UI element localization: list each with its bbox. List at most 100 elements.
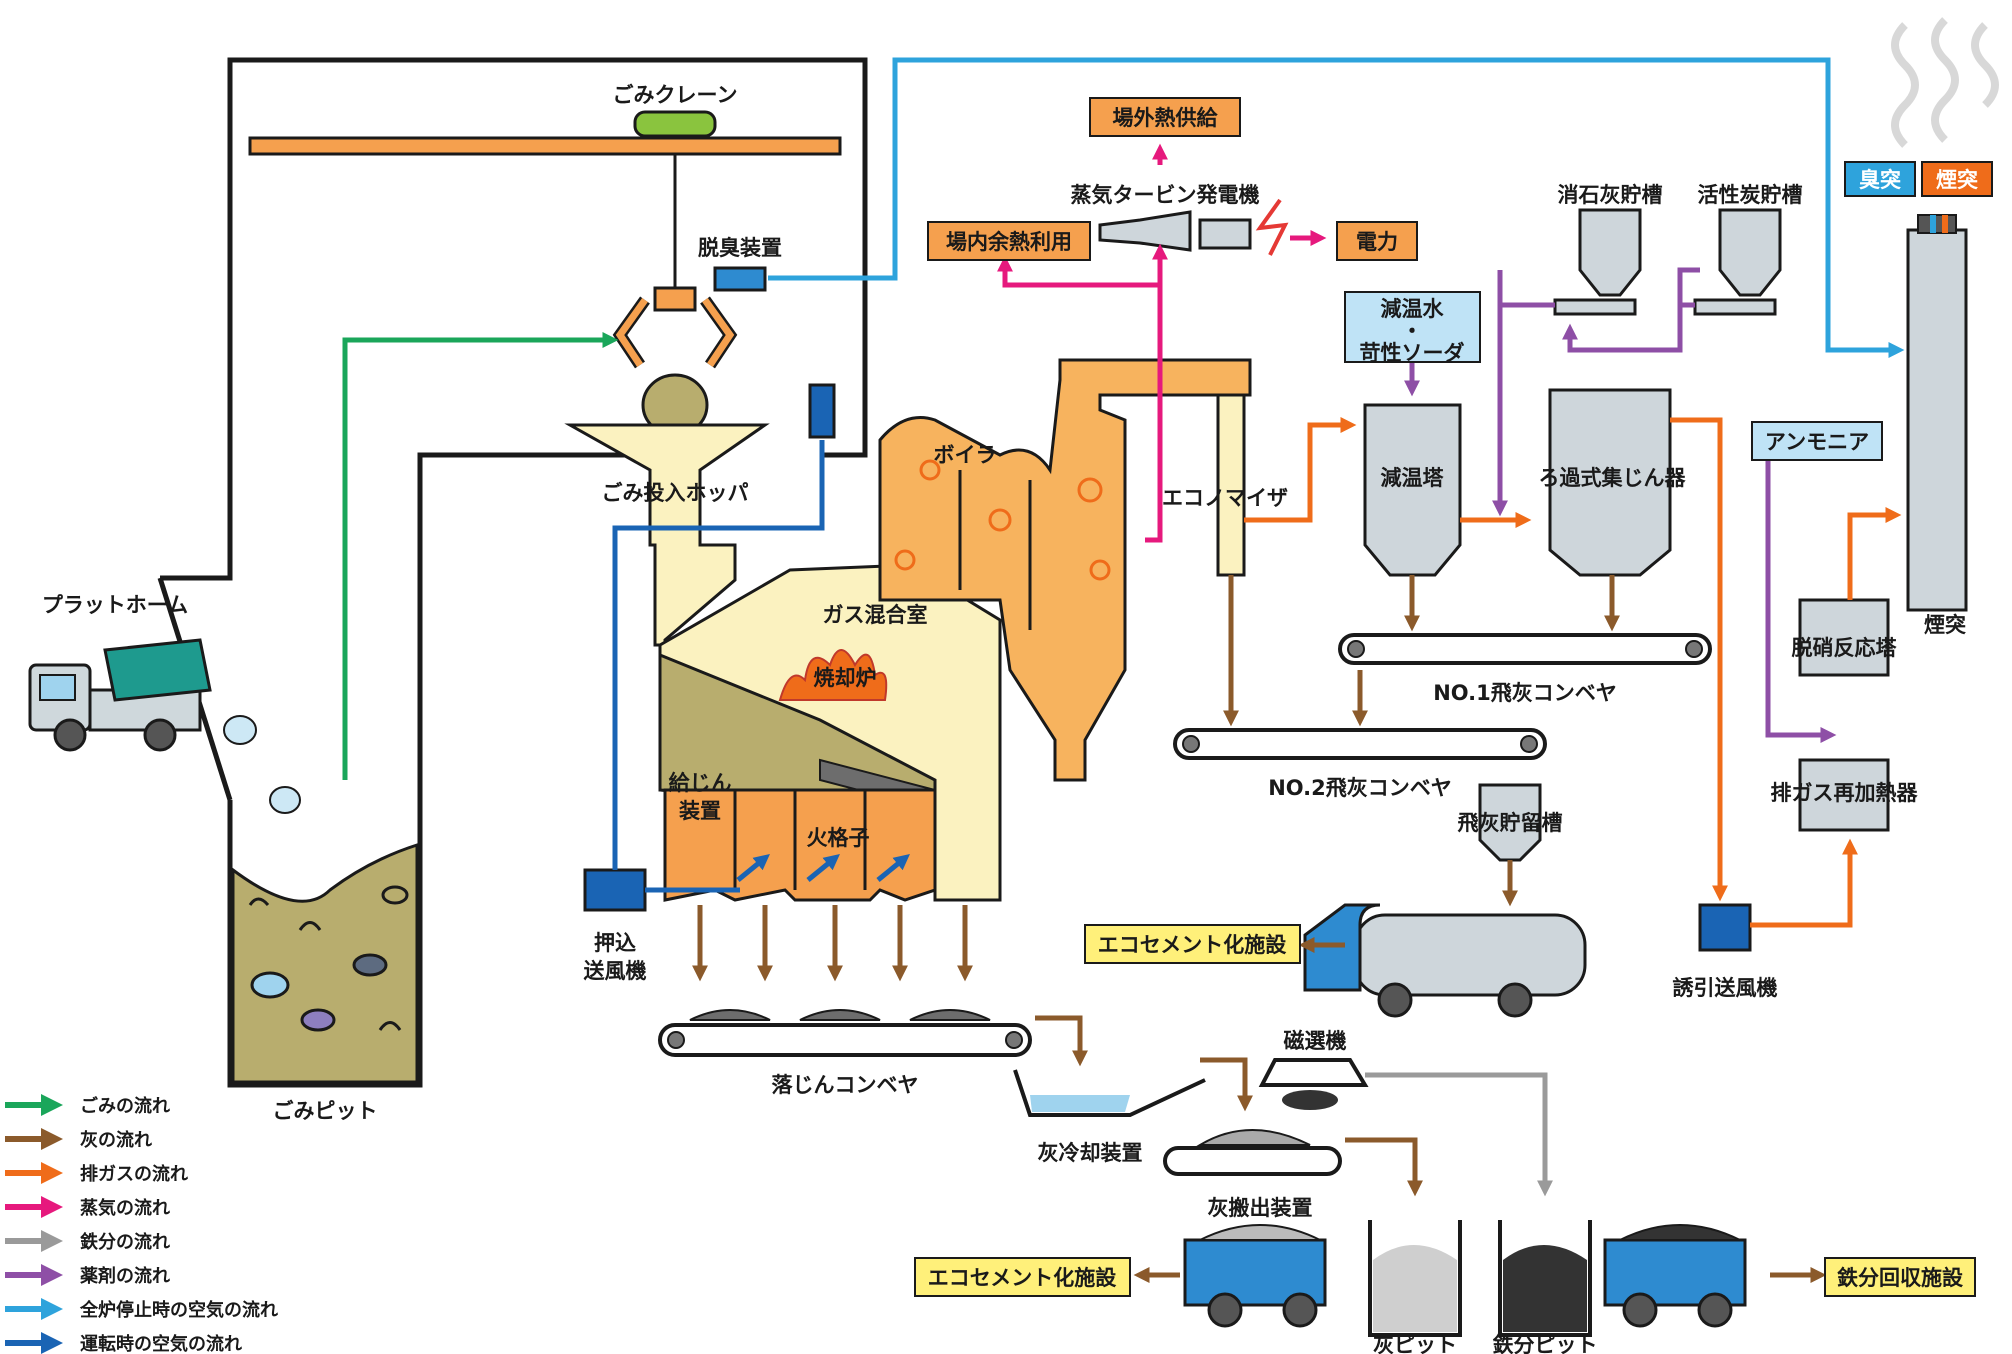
label-incinerator: 焼却炉 [814,666,877,690]
legend-arrowhead-icon [41,1196,63,1218]
legend-arrowhead-icon [41,1162,63,1184]
flow-gas [1244,416,1902,928]
cooling-water-box [1344,291,1481,363]
flow-ash [691,575,1827,1284]
legend-item: 鉄分の流れ [5,1230,170,1253]
stack-unit [1891,17,1999,612]
deodorizer-unit [713,266,767,292]
fly-ash-tank-unit [1478,783,1542,862]
legend-label: 運転時の空気の流れ [80,1333,242,1354]
legend-label: 排ガスの流れ [80,1163,188,1185]
legend-label: 鉄分の流れ [80,1231,170,1253]
odor-stack-box [1844,161,1916,197]
legend-item: 全炉停止時の空気の流れ [5,1298,278,1321]
label-gas-mixing: ガス混合室 [823,603,928,627]
label-power: 電力 [1356,230,1398,254]
ammonia-box [1751,421,1883,461]
grate-hoppers [663,788,937,902]
legend-label: ごみの流れ [80,1095,170,1117]
label-drop-conveyor: 落じんコンベヤ [772,1073,919,1097]
label-ash-pit: 灰ピット [1373,1333,1457,1354]
crane-grab-icon [612,286,738,437]
label-eco-cement-1: エコセメント化施設 [1098,933,1288,957]
label-hopper: ごみ投入ホッパ [602,481,749,505]
legend-item: 灰の流れ [5,1128,152,1151]
flow-air-run [612,440,910,893]
garbage-pit [231,842,419,1084]
outside-heat-box [1089,97,1241,137]
label-pit: ごみピット [273,1099,378,1123]
reheater-unit [1798,758,1890,832]
lime-tank-unit [1553,208,1642,316]
label-economizer: エコノマイザ [1162,486,1288,510]
label-magnet: 磁選機 [1284,1029,1347,1053]
ash-pit-unit [1368,1220,1462,1337]
label-stack: 煙突 [1924,613,1966,637]
label-denox: 脱硝反応塔 [1792,636,1898,660]
boiler-body [878,358,1252,782]
carbon-tank-unit [1693,208,1782,316]
truck-ash-icon [1183,1224,1327,1328]
flow-air-stop [768,57,1905,359]
inside-heat-box [927,221,1091,261]
hopper-chute [564,423,770,647]
legend: ごみの流れ灰の流れ排ガスの流れ蒸気の流れ鉄分の流れ薬剤の流れ全炉停止時の空気の流… [5,1094,278,1354]
label-filter: ろ過式集じん器 [1539,466,1687,490]
iron-recovery-box [1824,1257,1976,1297]
label-feeder: 給じん装置 [669,771,732,823]
label-reheater: 排ガス再加熱器 [1771,781,1919,805]
legend-label: 蒸気の流れ [80,1197,170,1219]
air-intake-unit [808,383,836,439]
legend-label: 全炉停止時の空気の流れ [79,1299,278,1321]
label-turbine: 蒸気タービン発電機 [1071,183,1260,207]
truck-iron-icon [1603,1224,1747,1328]
label-cooling-tower: 減温塔 [1381,466,1445,490]
crane-rail [248,110,842,290]
label-platform: プラットホーム [42,593,188,617]
label-deodorizer: 脱臭装置 [698,236,782,260]
legend-item: 薬剤の流れ [5,1264,170,1287]
label-ash-carry: 灰搬出装置 [1208,1196,1313,1220]
legend-item: 蒸気の流れ [5,1196,170,1219]
label-grate: 火格子 [807,826,870,850]
flow-iron [1365,1072,1554,1197]
eco-cement-box-1 [1084,924,1301,964]
legend-arrowhead-icon [41,1298,63,1320]
label-ash-cooler: 灰冷却装置 [1038,1141,1143,1165]
truck-eco-cement-icon [1303,903,1587,1018]
label-carbon-tank: 活性炭貯槽 [1698,183,1803,207]
legend-item: 運転時の空気の流れ [5,1332,242,1354]
smoke-stack-box [1921,161,1993,197]
legend-arrowhead-icon [41,1332,63,1354]
legend-item: ごみの流れ [5,1094,170,1117]
flow-waste [342,331,619,780]
drop-conveyor-belt [658,1009,1032,1057]
label-fly-ash-tank: 飛灰貯留槽 [1458,811,1563,835]
label-induced-fan: 誘引送風機 [1673,976,1778,1000]
label-iron-recovery: 鉄分回収施設 [1837,1266,1964,1290]
label-lime-tank: 消石灰貯槽 [1558,183,1663,207]
denox-unit [1798,598,1890,677]
flow-steam [996,143,1327,543]
cooling-tower-unit [1363,403,1462,577]
ash-carry-belt [1163,1129,1342,1176]
magnet-unit [1258,1058,1369,1110]
conveyor-no1-belt [1338,633,1712,665]
power-box [1336,221,1418,261]
label-iron-pit: 鉄分ピット [1493,1333,1598,1354]
label-push-fan: 押込送風機 [584,931,647,983]
legend-arrowhead-icon [41,1264,63,1286]
label-inside-heat: 場内余熱利用 [946,230,1072,254]
label-boiler: ボイラ [934,443,997,467]
conveyor-no2-belt [1173,728,1547,760]
legend-arrowhead-icon [41,1094,63,1116]
legend-arrowhead-icon [41,1128,63,1150]
turbine-icon [1098,198,1289,256]
label-cooling-water: 減温水・苛性ソーダ [1360,297,1465,365]
legend-arrowhead-icon [41,1230,63,1252]
incinerator-body [658,563,1002,902]
economizer-unit [1216,393,1246,577]
label-ammonia: アンモニア [1765,430,1869,454]
garbage-truck-icon [28,638,301,814]
